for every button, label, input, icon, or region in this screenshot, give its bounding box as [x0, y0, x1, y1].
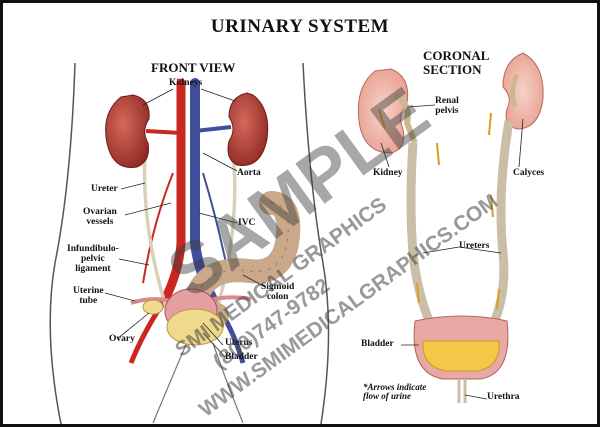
label-bladder-coronal: Bladder [361, 339, 394, 349]
groin-line-right [212, 342, 244, 424]
label-ovarian-vessels: Ovarian vessels [83, 207, 117, 227]
label-kidney: Kidney [373, 168, 403, 178]
urine-arrow-3 [416, 282, 420, 304]
urine-arrow-2 [436, 142, 440, 166]
urine-flow-note: *Arrows indicate flow of urine [363, 382, 427, 402]
label-uterus: Uterus [225, 338, 253, 348]
anatomy-illustration [49, 52, 544, 424]
renal-vessels-left [145, 129, 182, 135]
label-renal-pelvis: Renal pelvis [435, 96, 459, 116]
kidney-front-left [105, 94, 150, 168]
renal-vessels-right [194, 125, 232, 133]
body-outline-right [302, 62, 330, 424]
label-uterine-tube: Uterine tube [73, 286, 104, 306]
front-view-heading: FRONT VIEW [151, 60, 236, 75]
ureter-front-right [211, 152, 237, 324]
label-ivc: IVC [238, 218, 256, 228]
kidney-front-right [227, 92, 269, 166]
label-urethra: Urethra [487, 392, 520, 402]
label-bladder-front: Bladder [225, 352, 258, 362]
body-outline-left [49, 62, 76, 424]
coronal-section-heading: CORONAL SECTION [423, 48, 490, 77]
label-kidneys: Kidneys [169, 78, 203, 88]
label-infundibulopelvic-ligament: Infundibulo- pelvic ligament [67, 244, 119, 274]
label-ovary: Ovary [109, 334, 135, 344]
aorta-vessel [158, 78, 186, 308]
urethra-shape [457, 379, 467, 403]
kidney-coronal-right [502, 52, 544, 130]
kidney-coronal-left [357, 68, 409, 154]
ovary-shape [142, 299, 164, 315]
urine-arrow-5 [490, 194, 494, 218]
leader-lines [104, 88, 524, 400]
label-sigmoid-colon: Sigmoid colon [261, 282, 295, 302]
diagram-title: URINARY SYSTEM [210, 16, 390, 37]
label-aorta: Aorta [237, 168, 261, 178]
label-ureter: Ureter [91, 184, 118, 194]
label-calyces: Calyces [513, 168, 545, 178]
bladder-coronal-urine [422, 340, 500, 372]
bladder-front-shape [166, 308, 224, 346]
urine-arrow-6 [496, 288, 500, 310]
label-ureters: Ureters [459, 241, 490, 251]
calyces-shape [509, 73, 520, 108]
urine-arrow-4 [488, 112, 492, 136]
ureter-coronal-left [406, 142, 436, 327]
urine-arrow-1 [378, 108, 386, 130]
ureter-coronal-right [488, 120, 514, 327]
ovarian-vessels-left [142, 172, 174, 284]
renal-pelvis-shape [393, 92, 418, 145]
